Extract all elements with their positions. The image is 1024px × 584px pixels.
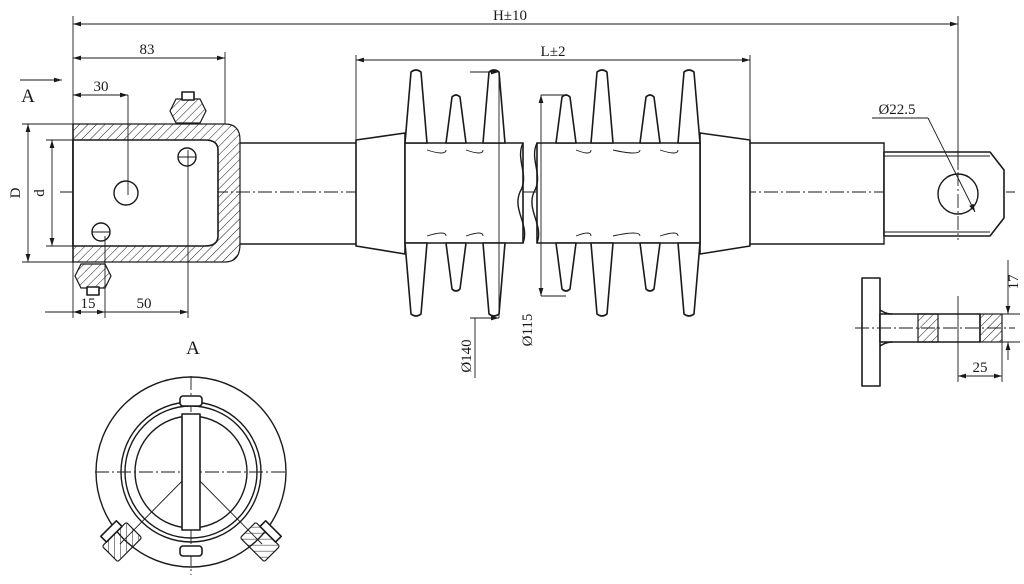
view-a-title: A: [186, 338, 200, 359]
housing-right-end: [699, 132, 751, 255]
end-view-a: [95, 376, 287, 575]
label-eye-dia: Ø22.5: [878, 102, 915, 118]
label-25: 25: [973, 360, 988, 376]
bottom-bolt-nut: [74, 263, 112, 296]
label-overall-length: H±10: [493, 8, 527, 24]
dim-leader-dia22: [927, 117, 976, 213]
label-50: 50: [137, 296, 152, 312]
housing-left-end: [355, 132, 406, 255]
view-a-bolt-right: [240, 519, 283, 562]
right-eye-fitting: [883, 150, 1005, 240]
label-shed-large: Ø140: [459, 339, 475, 372]
small-sheds: [445, 94, 661, 292]
silicone-housing: [355, 69, 751, 317]
view-marker-label: A: [21, 86, 35, 107]
flange-bore: [72, 139, 219, 247]
center-hole: [113, 180, 139, 206]
break-line-left: [517, 142, 526, 244]
label-shed-small: Ø115: [520, 314, 536, 347]
label-active-length: L±2: [541, 44, 566, 60]
core-rod: [239, 142, 357, 245]
left-flange-fitting: [72, 91, 241, 318]
label-15: 15: [81, 296, 96, 312]
label-D: D: [8, 187, 24, 198]
label-30: 30: [94, 79, 109, 95]
right-rod: [749, 142, 885, 245]
tongue-section-view: [855, 277, 1015, 387]
label-17: 17: [1006, 274, 1022, 290]
top-bolt-nut: [169, 91, 207, 124]
label-83: 83: [140, 42, 155, 58]
large-sheds: [404, 69, 701, 317]
view-a-bolt-left: [99, 519, 142, 562]
label-d: d: [32, 189, 48, 197]
break-line-right: [531, 142, 540, 244]
eye-tongue: [883, 151, 1005, 237]
